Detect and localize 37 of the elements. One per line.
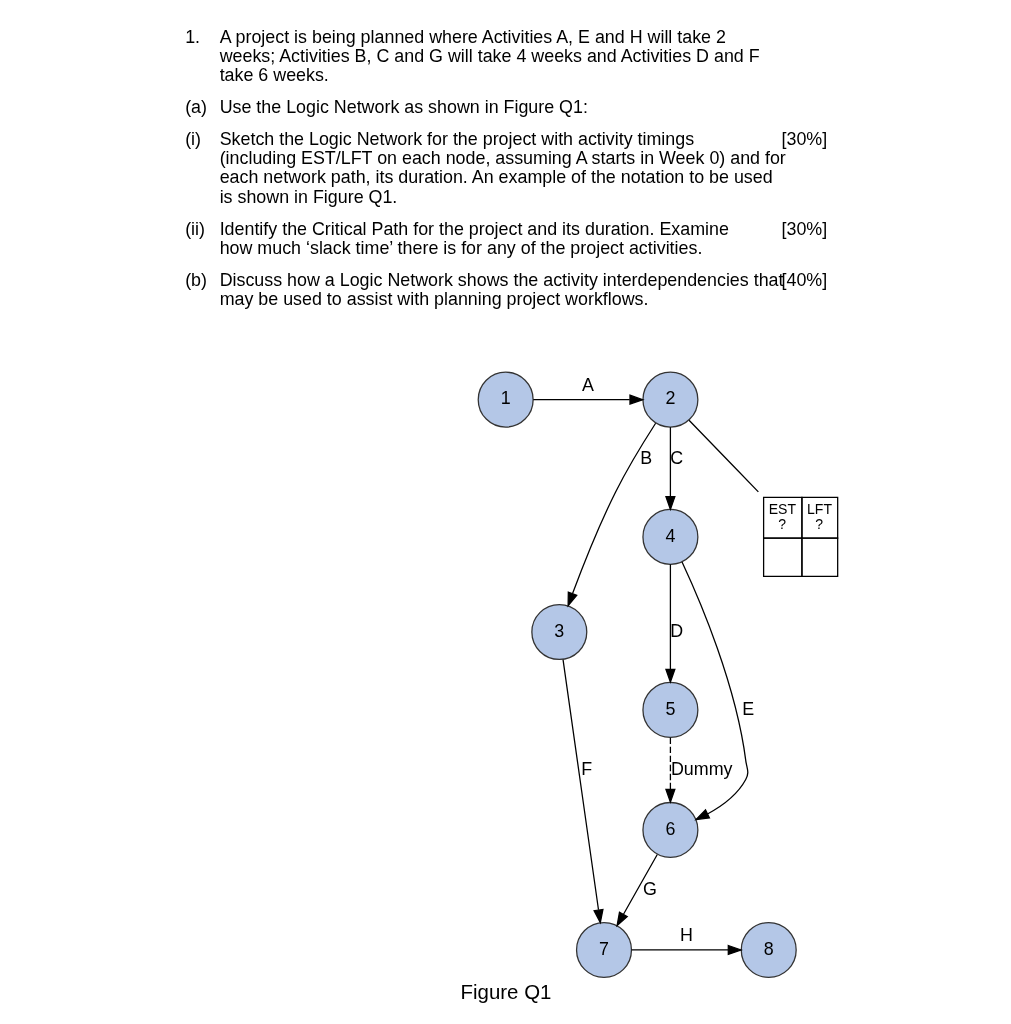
arrow: [680, 561, 748, 821]
arrow: [664, 426, 676, 512]
edge-label: H: [679, 925, 693, 946]
node-circle: 5: [641, 681, 698, 738]
node-circle: 6: [641, 801, 698, 859]
node-circle: 4: [641, 508, 698, 565]
arrow: [566, 422, 656, 608]
node-circle: 1: [477, 371, 534, 428]
label: (b): [184, 269, 207, 290]
label: (a): [184, 97, 207, 118]
edge-label: B: [639, 448, 652, 469]
edge-label: D: [669, 620, 683, 641]
node-circle: 7: [575, 921, 632, 979]
connector: [687, 419, 759, 493]
label: [30%]: [780, 218, 827, 239]
edge-label: F: [580, 758, 592, 779]
arrow: [532, 394, 645, 405]
edge-label: A: [581, 374, 594, 395]
arrow: [664, 563, 676, 684]
edge-label: G: [642, 878, 657, 899]
label: Use the Logic Network as shown in Figure Q1:: [219, 97, 588, 118]
arrow: [664, 737, 676, 805]
caption: Figure Q1: [460, 980, 551, 1003]
arrow: [630, 944, 743, 956]
node-circle: 8: [740, 921, 797, 979]
label: (ii): [184, 218, 205, 239]
label: Identify the Critical Path for the project and its duration. Examine how much ‘slack time’ there is for any of the project activities.: [219, 218, 729, 258]
edge-label: C: [669, 448, 683, 469]
arrow: [561, 659, 604, 925]
node-circle: 3: [530, 603, 587, 661]
label: (i): [184, 129, 201, 150]
edge-label: Dummy: [670, 758, 732, 779]
node-circle: 2: [641, 371, 698, 428]
edge-label: E: [741, 698, 754, 719]
arrow: [615, 853, 658, 928]
label: 1.: [184, 26, 200, 47]
label: A project is being planned where Activities A, E and H will take 2 weeks; Activities B, C and G will take 4 weeks and Activities D and F take 6 weeks.: [219, 26, 760, 86]
